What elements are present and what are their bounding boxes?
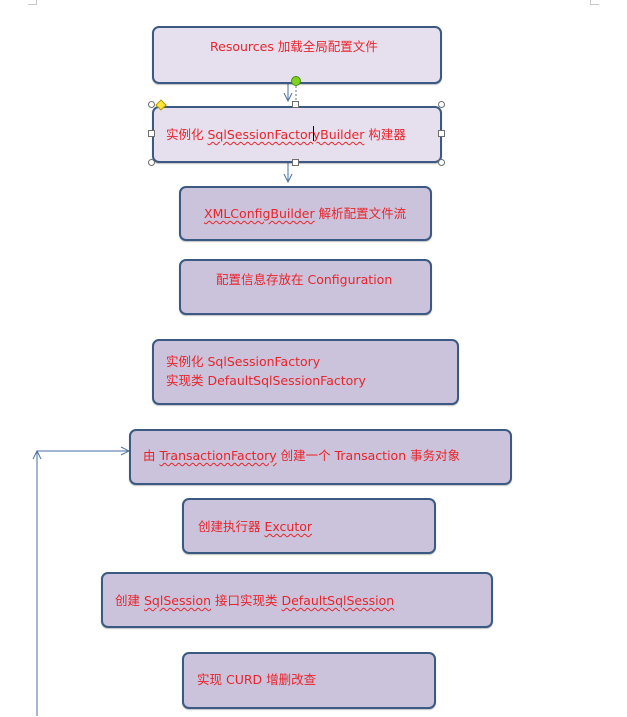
step-builder-label: 实例化 SqlSessionFactoryBuilder 构建器 bbox=[166, 125, 406, 144]
step-builder-box[interactable]: 实例化 SqlSessionFactoryBuilder 构建器 bbox=[152, 106, 442, 163]
step-builder-class-name: SqlSessionFactoryBuilder bbox=[207, 127, 365, 142]
step-xml-parse-label: XMLConfigBuilder 解析配置文件流 bbox=[204, 204, 406, 223]
resize-handle-middle-left[interactable] bbox=[148, 130, 155, 137]
resize-handle-top-left[interactable] bbox=[148, 101, 155, 108]
step-transaction-class-name: TransactionFactory bbox=[159, 448, 277, 463]
step-xml-parse-suffix: 解析配置文件流 bbox=[314, 206, 407, 221]
step-session-factory-box[interactable]: 实例化 SqlSessionFactory 实现类 DefaultSqlSess… bbox=[152, 339, 459, 405]
step-sqlsession-mid: 接口实现类 bbox=[211, 593, 282, 608]
step-xml-parse-box[interactable]: XMLConfigBuilder 解析配置文件流 bbox=[179, 186, 432, 241]
step-transaction-label: 由 TransactionFactory 创建一个 Transaction 事务… bbox=[143, 446, 460, 465]
resize-handle-middle-right[interactable] bbox=[438, 130, 445, 137]
step-configuration-box[interactable]: 配置信息存放在 Configuration bbox=[179, 259, 432, 315]
step-configuration-label: 配置信息存放在 Configuration bbox=[216, 272, 393, 287]
resize-handle-bottom-right[interactable] bbox=[438, 159, 445, 166]
step-xml-parse-class-name: XMLConfigBuilder bbox=[204, 206, 315, 221]
step-sqlsession-interface-name: SqlSession bbox=[143, 593, 212, 608]
page-corner-mark-left bbox=[28, 0, 37, 5]
step-transaction-box[interactable]: 由 TransactionFactory 创建一个 Transaction 事务… bbox=[129, 429, 512, 485]
resize-handle-top-right[interactable] bbox=[438, 101, 445, 108]
step-transaction-prefix: 由 bbox=[143, 448, 160, 463]
step-sqlsession-impl-name: DefaultSqlSession bbox=[281, 593, 395, 608]
step-builder-suffix: 构建器 bbox=[364, 127, 406, 142]
resize-handle-bottom-middle[interactable] bbox=[292, 159, 299, 166]
step-executor-prefix: 创建执行器 bbox=[198, 519, 265, 534]
step-executor-box[interactable]: 创建执行器 Excutor bbox=[182, 498, 436, 554]
loop-up-arrowhead bbox=[32, 449, 42, 460]
step-session-factory-line1: 实例化 SqlSessionFactory bbox=[166, 354, 321, 369]
step-sqlsession-box[interactable]: 创建 SqlSession 接口实现类 DefaultSqlSession bbox=[101, 572, 493, 628]
step-curd-label: 实现 CURD 增删改查 bbox=[197, 672, 317, 687]
step-transaction-suffix: 创建一个 Transaction 事务对象 bbox=[276, 448, 461, 463]
step-load-config-label: Resources 加载全局配置文件 bbox=[210, 39, 378, 54]
step-curd-box[interactable]: 实现 CURD 增删改查 bbox=[182, 652, 436, 709]
step-session-factory-line2: 实现类 DefaultSqlSessionFactory bbox=[166, 373, 366, 388]
text-cursor bbox=[313, 126, 314, 141]
step-executor-class-name: Excutor bbox=[264, 519, 313, 534]
rotate-handle[interactable] bbox=[291, 76, 301, 86]
step-builder-prefix: 实例化 bbox=[166, 127, 208, 142]
step-load-config-box[interactable]: Resources 加载全局配置文件 bbox=[152, 26, 442, 84]
resize-handle-top-middle[interactable] bbox=[292, 101, 299, 108]
step-sqlsession-label: 创建 SqlSession 接口实现类 DefaultSqlSession bbox=[115, 591, 394, 610]
step-sqlsession-prefix: 创建 bbox=[115, 593, 144, 608]
step-executor-label: 创建执行器 Excutor bbox=[198, 517, 312, 536]
page-corner-mark-right bbox=[590, 0, 599, 5]
resize-handle-bottom-left[interactable] bbox=[148, 159, 155, 166]
